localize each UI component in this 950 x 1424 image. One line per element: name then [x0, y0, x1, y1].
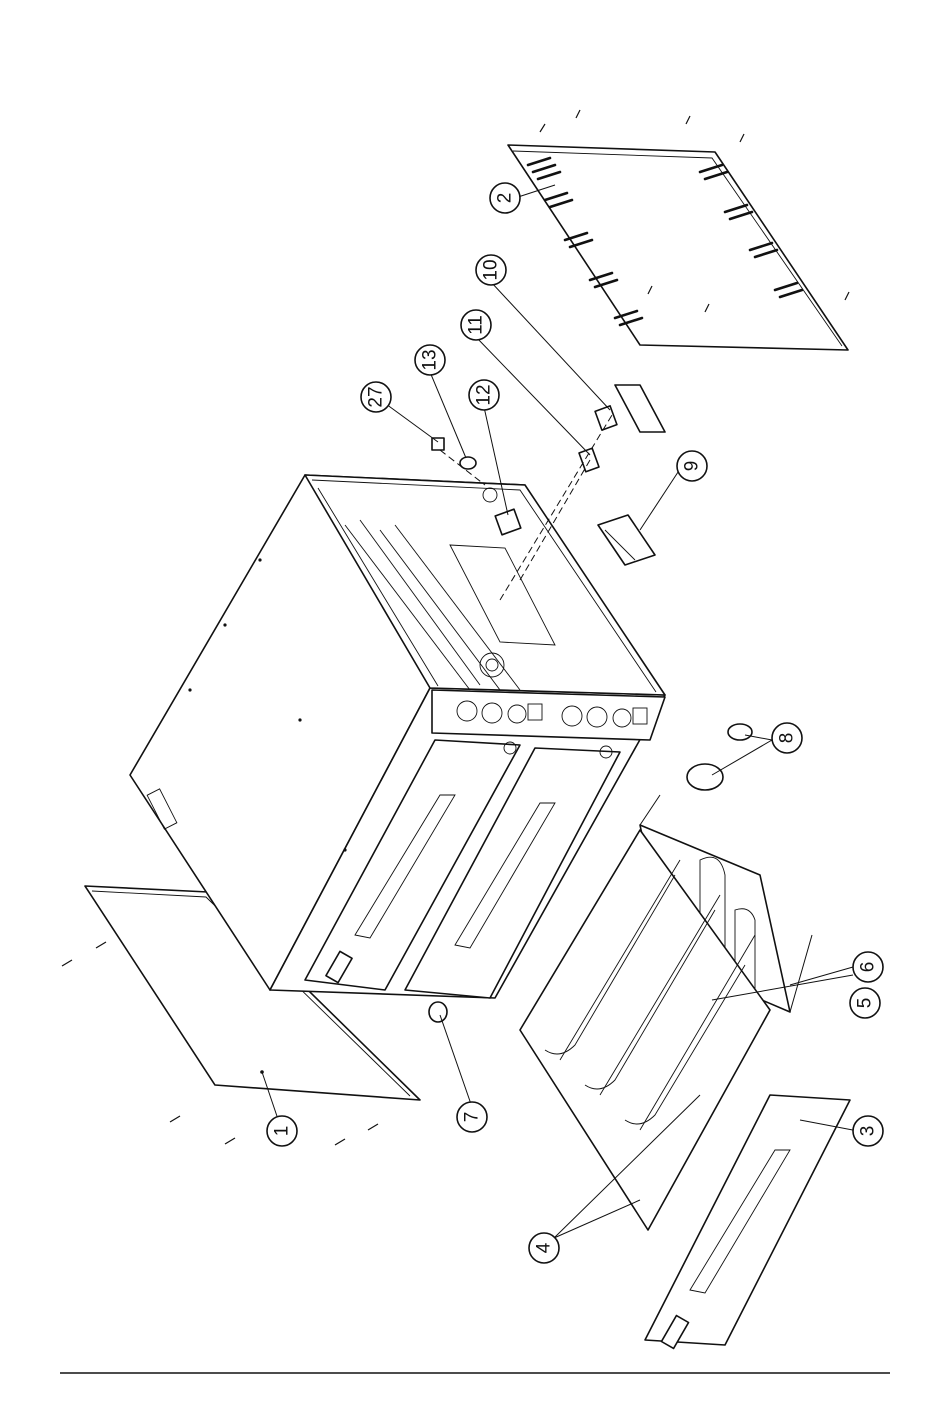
callout-9: 9 — [677, 451, 707, 481]
callout-6-label: 6 — [858, 962, 879, 973]
terminal-block-part-9 — [598, 515, 655, 565]
callout-7: 7 — [457, 1102, 487, 1132]
callout-10-label: 10 — [481, 259, 502, 280]
callout-27-label: 27 — [366, 386, 387, 407]
callout-2: 2 — [490, 183, 520, 213]
callout-11-label: 11 — [466, 315, 487, 335]
callout-12: 12 — [469, 380, 499, 410]
callout-5-label: 5 — [855, 998, 876, 1009]
callout-12-label: 12 — [474, 384, 495, 405]
fitting-part-27 — [432, 438, 444, 450]
callout-10: 10 — [476, 255, 506, 285]
callout-3-label: 3 — [858, 1126, 879, 1137]
control-panel — [432, 690, 665, 740]
door-knob — [429, 1002, 447, 1022]
callout-8-label: 8 — [777, 733, 798, 744]
callout-4: 4 — [529, 1233, 559, 1263]
callout-13: 13 — [415, 345, 445, 375]
callout-11: 11 — [461, 310, 491, 340]
callout-3: 3 — [853, 1116, 883, 1146]
callout-2-label: 2 — [495, 193, 516, 204]
callout-6: 6 — [853, 952, 883, 982]
callout-13-label: 13 — [420, 349, 441, 370]
callout-8: 8 — [772, 723, 802, 753]
top-cover-panel — [508, 145, 848, 350]
callout-5: 5 — [850, 988, 880, 1018]
callout-4-label: 4 — [534, 1242, 555, 1253]
callout-7-label: 7 — [462, 1112, 483, 1123]
callout-1: 1 — [267, 1116, 297, 1146]
component-part-11 — [579, 448, 599, 472]
callout-27: 27 — [361, 382, 391, 412]
callout-9-label: 9 — [682, 461, 703, 472]
callout-1-label: 1 — [272, 1126, 293, 1137]
